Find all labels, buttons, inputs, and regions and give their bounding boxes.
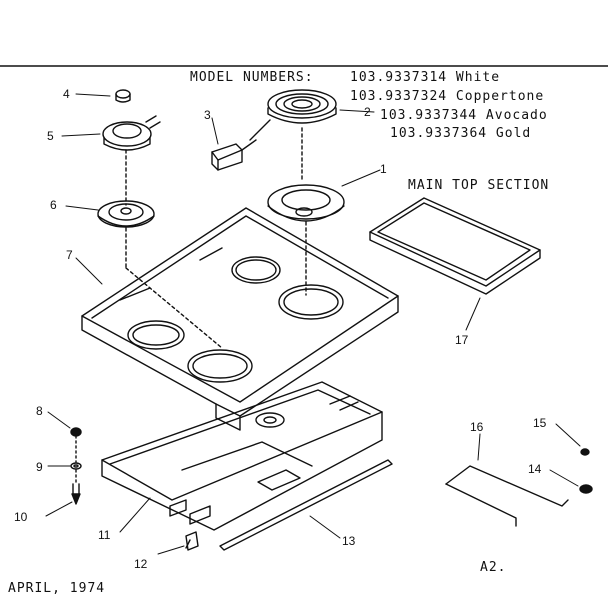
model-number-coppertone: 103.9337324 Coppertone [350,89,545,104]
part-label-5: 5 [47,129,54,143]
footer-page: A2. [480,560,507,575]
part-label-6: 6 [50,198,57,212]
trim-strip-part-13 [219,459,393,551]
knob-part-4 [115,89,131,103]
bracket-part-16 [445,465,569,527]
main-top-part-7 [81,207,399,431]
screw-part-15 [580,448,590,456]
part-label-17: 17 [455,333,469,347]
part-label-13: 13 [342,534,356,548]
terminal-block-part-3 [211,139,257,171]
footer-date: APRIL, 1974 [8,581,106,596]
part-label-11: 11 [98,528,111,542]
part-label-4: 4 [63,87,70,101]
part-label-8: 8 [36,404,43,418]
model-numbers-label: MODEL NUMBERS: [190,70,314,85]
leader-6-7 [125,267,223,349]
part-label-14: 14 [528,462,542,476]
part-label-9: 9 [36,460,43,474]
burner-box [101,381,383,531]
section-title: MAIN TOP SECTION [408,178,550,193]
model-number-gold: 103.9337364 Gold [390,126,532,141]
part-label-12: 12 [134,557,148,571]
receptacle-part-5 [102,115,161,151]
nut-part-14 [579,484,593,494]
callout-lines [45,93,581,555]
part-label-15: 15 [533,416,547,430]
washer-part-9 [70,462,82,470]
drip-pan-large-part-1 [267,184,345,222]
model-number-avocado: 103.9337344 Avocado [380,108,548,123]
screw-part-8 [70,427,82,437]
model-number-white: 103.9337314 White [350,70,501,85]
surface-element-part-2 [249,89,337,141]
part-label-10: 10 [14,510,28,524]
part-label-16: 16 [470,420,484,434]
clip-part-12 [185,531,199,551]
drip-pan-small-part-6 [97,200,155,228]
part-label-7: 7 [66,248,73,262]
part-label-2: 2 [364,105,371,119]
nut-part-10 [71,483,81,505]
part-label-3: 3 [204,108,211,122]
cover-part-17 [369,197,541,295]
part-label-1: 1 [380,162,387,176]
